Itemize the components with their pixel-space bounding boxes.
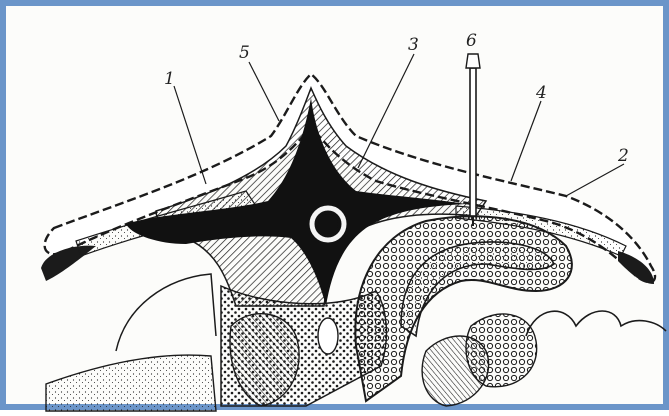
label-3: 3 [408,35,419,55]
label-6: 6 [466,31,477,51]
lower-right-tubes [526,311,666,336]
pointer-1 [174,86,206,184]
lower-left-arc [116,274,216,351]
central-ring-inner [318,214,338,234]
pointer-2 [566,164,624,196]
needle-hub [466,54,480,68]
needle-shaft [470,68,476,216]
anatomical-section-drawing: 1 5 3 6 4 2 [6,6,669,416]
label-4: 4 [535,83,547,103]
pointer-5 [249,62,279,121]
lower-left-dotted-region [46,355,216,411]
label-1: 1 [164,69,175,89]
lower-right-cells [466,314,537,387]
pointer-4 [511,101,541,181]
label-5: 5 [239,43,250,63]
small-oval [318,318,338,354]
label-2: 2 [617,146,629,166]
